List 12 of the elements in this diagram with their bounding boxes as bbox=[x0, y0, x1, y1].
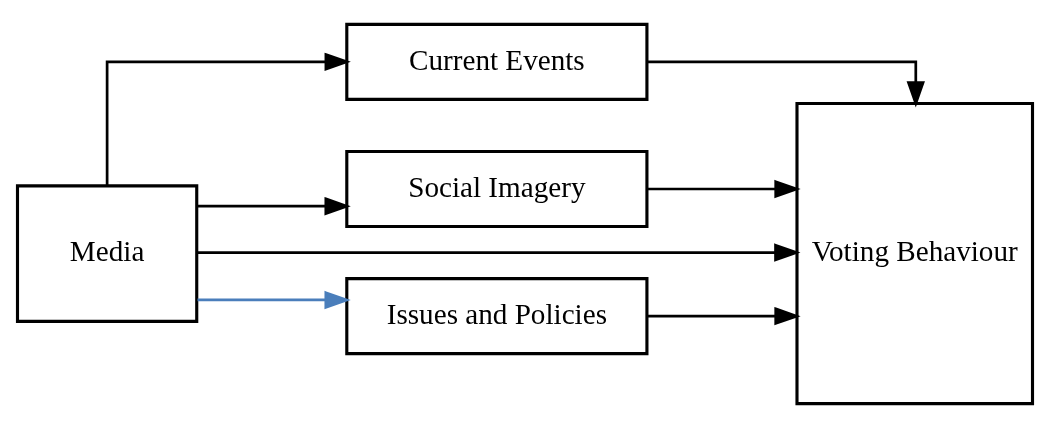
node-box: Issues and Policies bbox=[345, 276, 649, 355]
node-box: Media bbox=[15, 183, 199, 323]
arrow bbox=[647, 306, 801, 325]
arrow bbox=[197, 242, 801, 262]
node-box: Current Events bbox=[345, 22, 649, 101]
arrow bbox=[647, 60, 925, 108]
node-box: Voting Behaviour bbox=[795, 101, 1035, 405]
arrow bbox=[197, 290, 351, 309]
arrow bbox=[647, 179, 801, 198]
node-box: Social Imagery bbox=[345, 149, 649, 228]
arrow bbox=[105, 52, 351, 185]
arrow bbox=[197, 196, 351, 215]
